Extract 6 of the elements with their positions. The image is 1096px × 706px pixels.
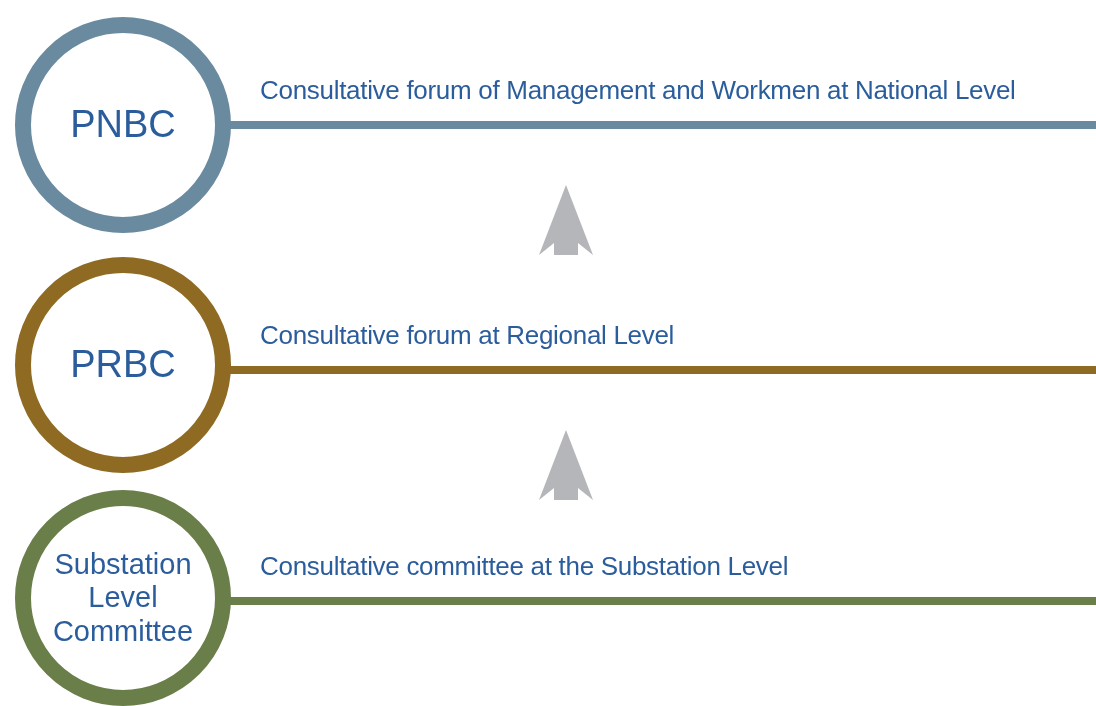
- edge-label: Consultative forum at Regional Level: [260, 320, 675, 351]
- edge-label: Consultative forum of Management and Workmen at National Level: [260, 75, 1016, 106]
- edge-label: Consultative committee at the Substation Level: [260, 551, 789, 582]
- circle-label: Substation Level Committee: [51, 548, 195, 648]
- circle-label: PRBC: [69, 343, 177, 387]
- circle-label: PNBC: [69, 103, 177, 147]
